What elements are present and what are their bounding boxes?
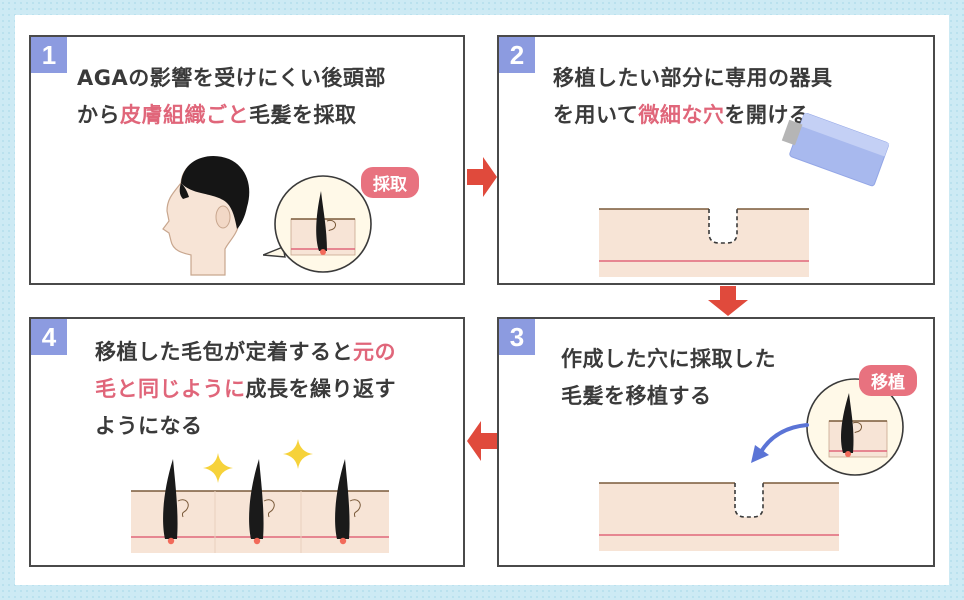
highlight-text: 微細な穴 xyxy=(638,103,725,127)
body-text: 移植したい部分に専用の器具 xyxy=(553,66,833,90)
body-text: 成長を繰り返す xyxy=(245,377,396,401)
sparkle-icon xyxy=(203,453,233,483)
highlight-text: 元の xyxy=(353,340,396,364)
step-4-panel: 4 移植した毛包が定着すると元の毛と同じように成長を繰り返すようになる xyxy=(29,317,465,567)
step-4-line: ようになる xyxy=(95,408,396,445)
step-3-badge: 移植 xyxy=(859,365,917,396)
body-text: 毛髪を移植する xyxy=(561,384,712,408)
step-1-line: から皮膚組織ごと毛髪を採取 xyxy=(77,97,386,134)
skin-with-hole xyxy=(599,208,809,277)
body-text: 移植した毛包が定着すると xyxy=(95,340,353,364)
step-2-number: 2 xyxy=(499,37,535,73)
step-2-line: を用いて微細な穴を開ける xyxy=(553,97,833,134)
body-text: ようになる xyxy=(95,414,203,438)
hair-zoom-circle xyxy=(806,378,904,476)
body-text: 作成した穴に採取した xyxy=(561,347,776,371)
sparkle-icon xyxy=(283,439,313,469)
step-3-panel: 3 作成した穴に採取した毛髪を移植する 移植 xyxy=(497,317,935,567)
step-1-badge: 採取 xyxy=(361,167,419,198)
step-3-line: 毛髪を移植する xyxy=(561,378,776,415)
highlight-text: 皮膚組織ごと xyxy=(120,103,249,127)
skin-with-hole-3 xyxy=(599,482,839,551)
step-1-line: AGAの影響を受けにくい後頭部 xyxy=(77,60,386,97)
step-2-text: 移植したい部分に専用の器具を用いて微細な穴を開ける xyxy=(553,60,833,134)
step-4-text: 移植した毛包が定着すると元の毛と同じように成長を繰り返すようになる xyxy=(95,334,396,445)
grown-hairs-illustration xyxy=(131,459,389,553)
head-illustration xyxy=(162,156,250,276)
body-text: AGAの影響を受けにくい後頭部 xyxy=(77,66,386,90)
arrow-left-icon xyxy=(467,421,497,461)
arrow-down-icon xyxy=(708,286,748,316)
step-1-panel: 1 AGAの影響を受けにくい後頭部から皮膚組織ごと毛髪を採取 採取 xyxy=(29,35,465,285)
step-4-number: 4 xyxy=(31,319,67,355)
step-3-number: 3 xyxy=(499,319,535,355)
hair-2 xyxy=(249,459,275,545)
hair-1 xyxy=(163,459,189,545)
scalp-zoom-circle xyxy=(263,175,372,273)
step-4-line: 移植した毛包が定着すると元の xyxy=(95,334,396,371)
step-3-text: 作成した穴に採取した毛髪を移植する xyxy=(561,341,776,415)
highlight-text: 毛と同じように xyxy=(95,377,246,401)
hair-3 xyxy=(335,459,361,545)
body-text: 毛髪を採取 xyxy=(249,103,357,127)
step-4-line: 毛と同じように成長を繰り返す xyxy=(95,371,396,408)
body-text: から xyxy=(77,103,120,127)
step-3-line: 作成した穴に採取した xyxy=(561,341,776,378)
step-2-line: 移植したい部分に専用の器具 xyxy=(553,60,833,97)
step-1-number: 1 xyxy=(31,37,67,73)
step-2-panel: 2 移植したい部分に専用の器具を用いて微細な穴を開ける xyxy=(497,35,935,285)
canvas: 1 AGAの影響を受けにくい後頭部から皮膚組織ごと毛髪を採取 採取 2 移 xyxy=(15,15,949,585)
body-text: を用いて xyxy=(553,103,639,127)
punch-tool-icon xyxy=(781,112,890,187)
arrow-right-icon xyxy=(467,157,497,197)
step-1-text: AGAの影響を受けにくい後頭部から皮膚組織ごと毛髪を採取 xyxy=(77,60,386,134)
curved-arrow-icon xyxy=(751,423,809,463)
